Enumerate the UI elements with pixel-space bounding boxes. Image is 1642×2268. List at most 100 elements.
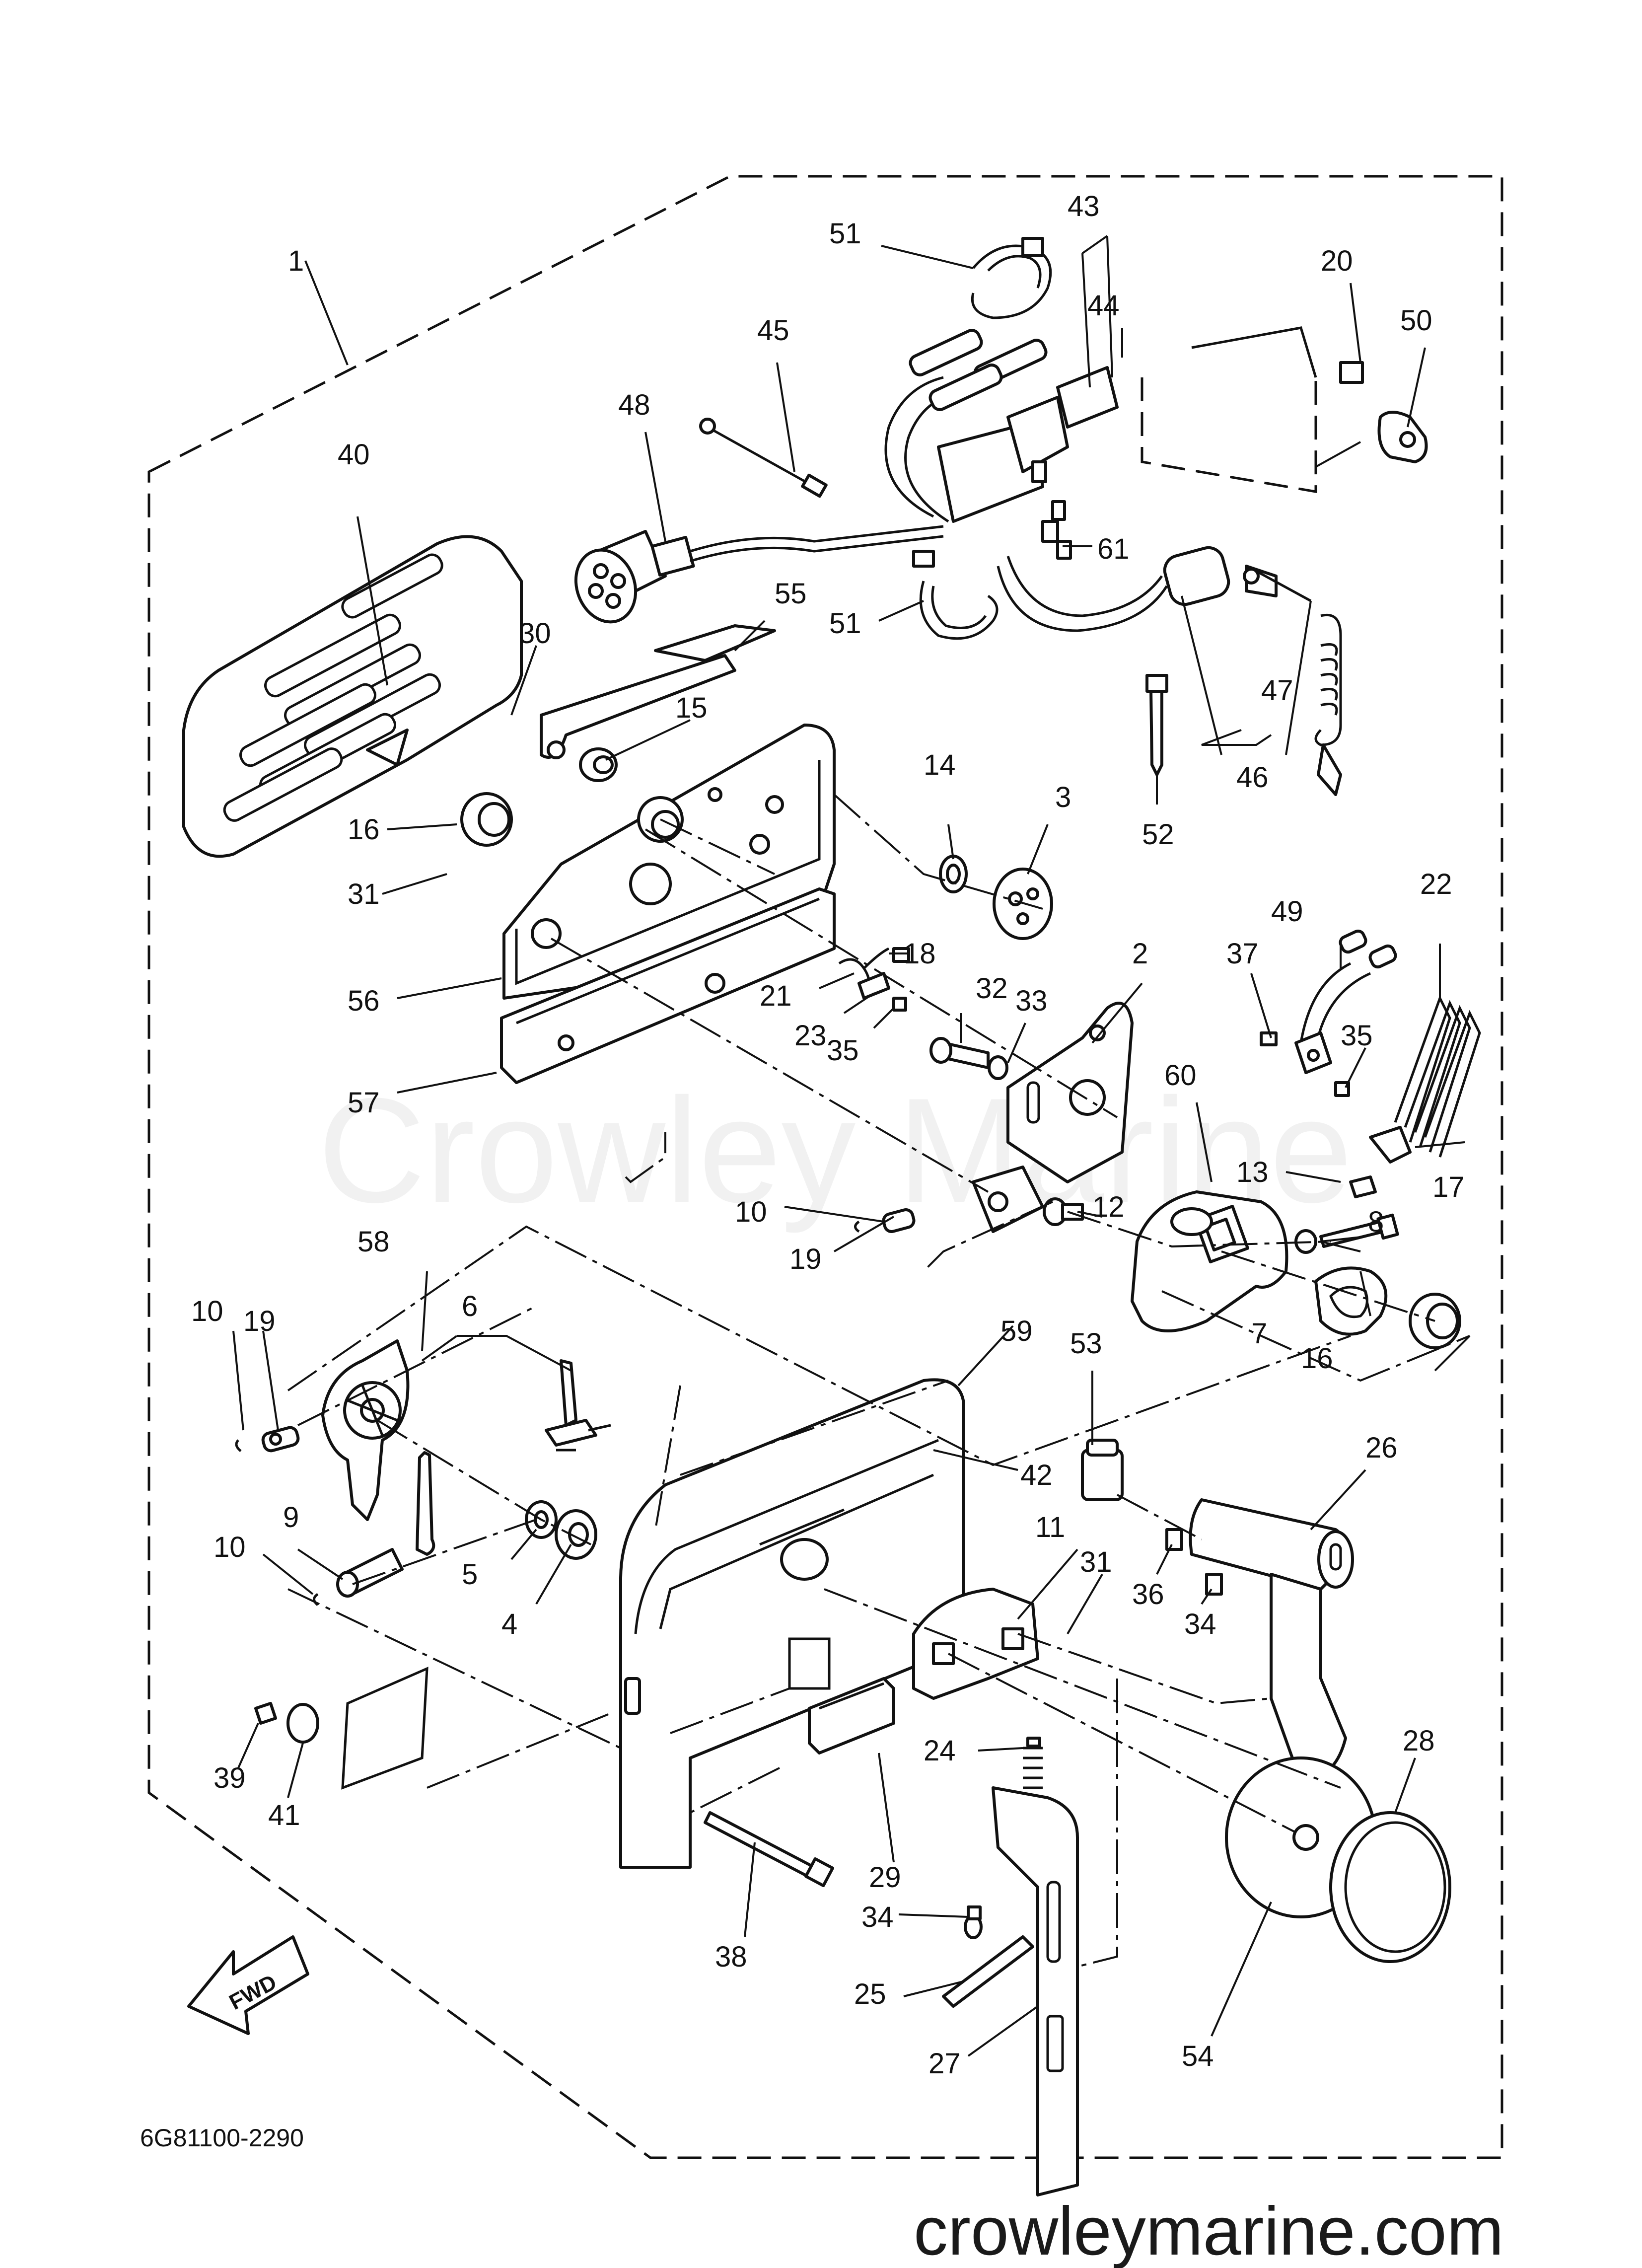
pin-25-bolt-34 [942, 1905, 1034, 2008]
bolt-38 [704, 1811, 835, 1888]
spring-21-pin-18-23 [838, 947, 910, 1012]
callout-10-a: 10 [735, 1196, 767, 1228]
callout-18: 18 [904, 938, 936, 970]
callout-50: 50 [1400, 304, 1432, 337]
callout-44: 44 [1087, 290, 1120, 322]
callout-21: 21 [760, 980, 792, 1012]
callout-55: 55 [775, 578, 807, 610]
callout-32: 32 [976, 972, 1008, 1005]
callout-47: 47 [1261, 674, 1293, 707]
fwd-arrow-icon: FWD [187, 1935, 309, 2035]
callout-12: 12 [1092, 1191, 1125, 1223]
bracket-30-plate [540, 654, 736, 759]
bolt-32-washer-33 [929, 1037, 1008, 1080]
site-footer: crowleymarine.com [914, 2193, 1504, 2268]
callout-27: 27 [928, 2048, 961, 2080]
callout-30: 30 [519, 617, 551, 650]
callout-13: 13 [1236, 1156, 1269, 1188]
grommet-16-left [460, 792, 513, 847]
callout-9: 9 [283, 1501, 299, 1534]
assembly-boundary [147, 175, 1503, 2159]
callout-19-b: 19 [243, 1305, 276, 1337]
clip-51-top [971, 237, 1052, 319]
callout-35-a: 35 [827, 1034, 859, 1067]
callout-22: 22 [1420, 868, 1452, 900]
callout-53: 53 [1070, 1327, 1102, 1360]
sensor-49 [1260, 929, 1397, 1097]
callout-5: 5 [462, 1558, 478, 1591]
callout-56: 56 [348, 985, 380, 1017]
callout-49: 49 [1271, 895, 1303, 928]
cable-tie-52 [1145, 674, 1168, 776]
bracket-41-39 [254, 1667, 428, 1790]
callout-25: 25 [854, 1978, 886, 2010]
gasket-55 [654, 624, 776, 662]
clip-51-bottom [912, 550, 999, 640]
callout-7: 7 [1251, 1317, 1267, 1350]
callout-23: 23 [794, 1020, 827, 1052]
plate-2 [1006, 1002, 1134, 1183]
connector-48 [574, 525, 944, 624]
callout-43: 43 [1068, 190, 1100, 222]
callout-28: 28 [1403, 1725, 1435, 1757]
callout-26: 26 [1365, 1432, 1398, 1464]
callout-labels: 1 2 3 4 5 6 7 8 9 10 10 10 11 12 13 14 1… [191, 190, 1465, 2080]
callout-52: 52 [1142, 818, 1174, 851]
callout-15: 15 [675, 692, 708, 724]
callout-2: 2 [1132, 938, 1148, 970]
callout-58: 58 [357, 1226, 390, 1258]
spring-24 [1023, 1737, 1043, 1789]
bolt-36-34 [1165, 1528, 1223, 1596]
leader-1 [304, 260, 349, 366]
lever-27 [992, 1786, 1079, 2196]
housing-59 [619, 1378, 965, 1869]
callout-24: 24 [924, 1735, 956, 1767]
drawing-code: 6G81100-2290 [140, 2124, 304, 2152]
callout-48: 48 [618, 389, 650, 421]
callout-61: 61 [1097, 533, 1130, 565]
callout-20: 20 [1321, 245, 1353, 277]
callout-35-b: 35 [1341, 1020, 1373, 1052]
link-19-left [235, 1426, 300, 1453]
callout-8: 8 [1368, 1206, 1384, 1238]
callout-33: 33 [1015, 985, 1048, 1017]
bracket-50-housing [1141, 326, 1428, 493]
cap-29 [808, 1677, 895, 1755]
callout-38: 38 [715, 1941, 747, 1973]
callout-34-a: 34 [1184, 1608, 1216, 1640]
cam-58 [321, 1339, 410, 1521]
callout-11: 11 [1035, 1511, 1065, 1543]
bushing-12 [1043, 1197, 1084, 1226]
callout-39: 39 [214, 1762, 246, 1794]
lanyard-switch-46 [997, 546, 1342, 796]
cable-45 [699, 418, 828, 498]
grommet-15 [579, 747, 618, 782]
callout-17: 17 [1432, 1171, 1465, 1203]
callout-16-a: 16 [348, 813, 380, 846]
link-6 [416, 1359, 611, 1556]
callout-10-c: 10 [214, 1531, 246, 1563]
plate-7 [1314, 1266, 1388, 1336]
switch-53 [1081, 1439, 1124, 1501]
callout-19-a: 19 [789, 1243, 822, 1275]
callout-46: 46 [1236, 761, 1269, 794]
callout-29: 29 [869, 1861, 901, 1894]
callout-41: 41 [268, 1799, 300, 1831]
leader-lines [232, 235, 1471, 2057]
callout-57: 57 [348, 1087, 380, 1119]
callout-3: 3 [1055, 781, 1071, 813]
plate-57 [500, 887, 836, 1084]
callout-51-a: 51 [829, 218, 861, 250]
callout-34-b: 34 [861, 1901, 894, 1933]
washer-14 [939, 855, 968, 893]
callout-6: 6 [462, 1290, 478, 1322]
callout-10-b: 10 [191, 1295, 223, 1327]
callout-42: 42 [1020, 1459, 1053, 1491]
friction-60 [1131, 1190, 1288, 1332]
callout-37: 37 [1226, 938, 1259, 970]
callout-40: 40 [338, 439, 370, 471]
centerlines [287, 794, 1470, 1968]
callout-36: 36 [1132, 1578, 1164, 1610]
callout-54: 54 [1182, 2040, 1214, 2072]
